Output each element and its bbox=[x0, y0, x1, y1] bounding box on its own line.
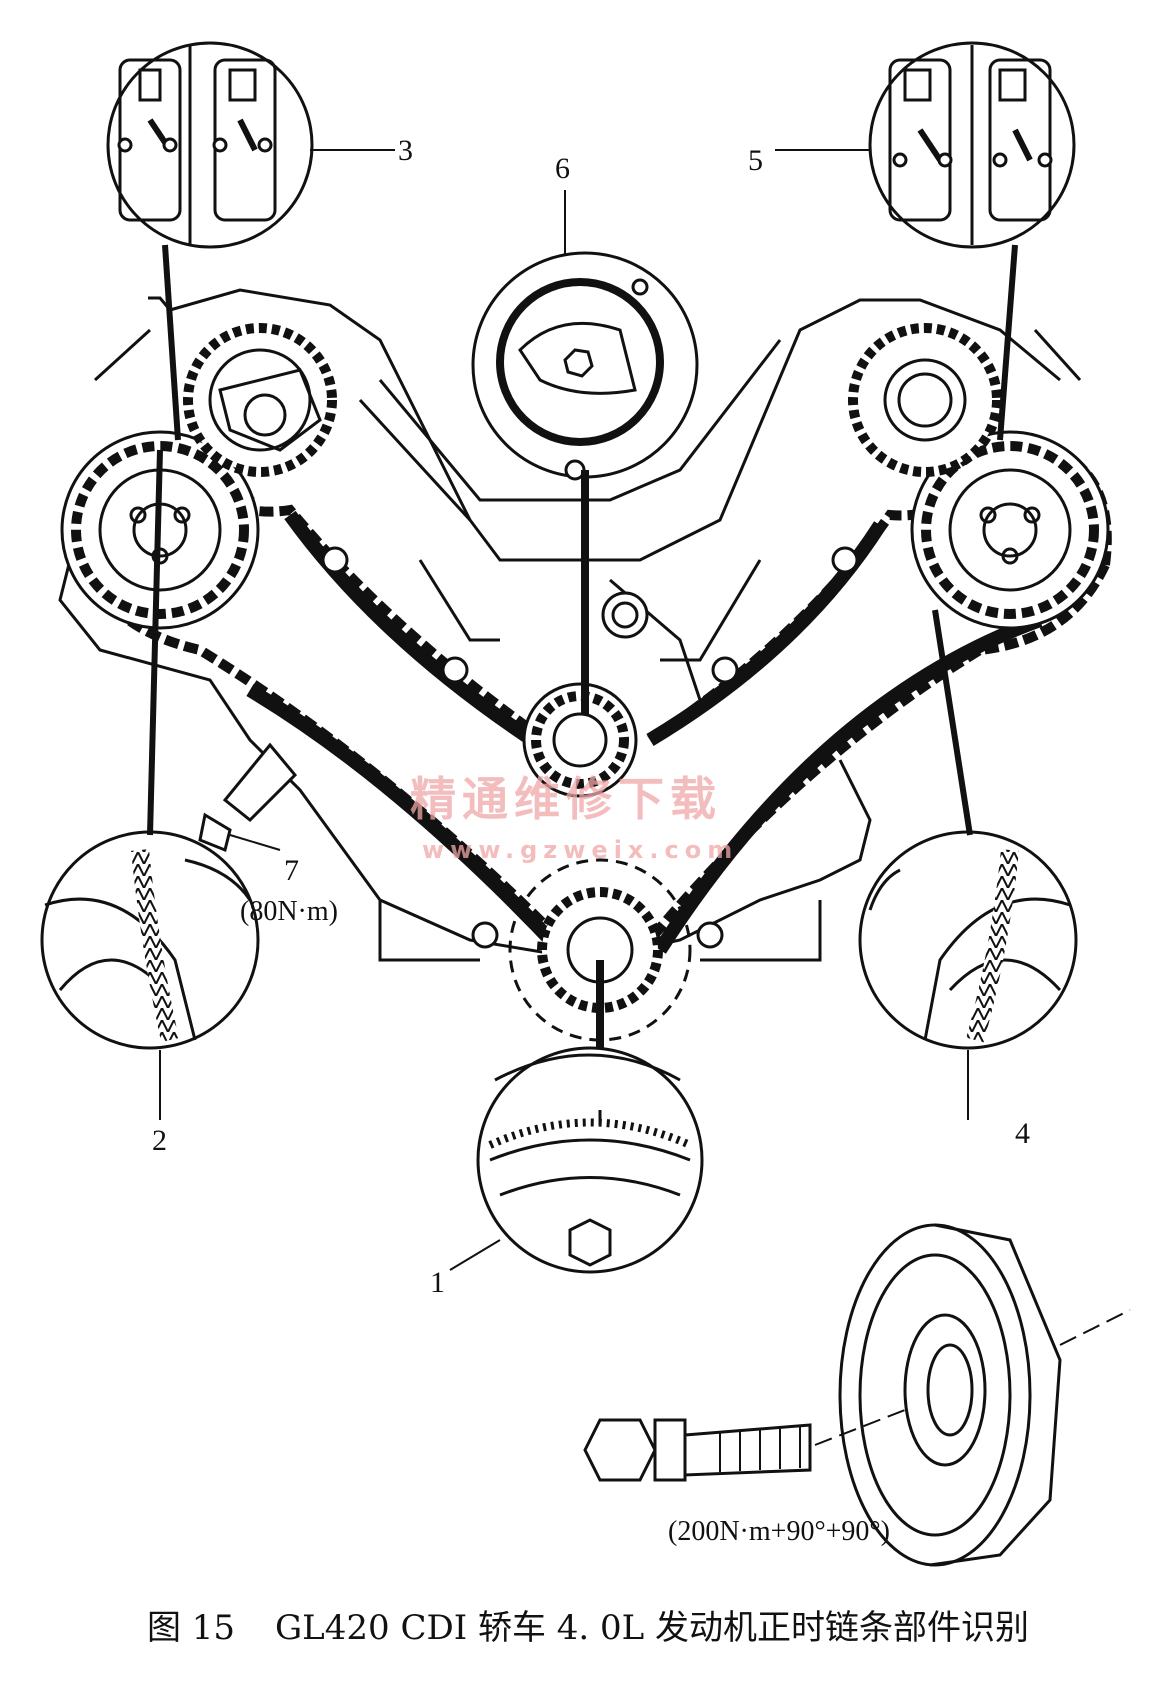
right-camshaft-sprocket bbox=[910, 430, 1110, 630]
crankshaft-sprocket bbox=[508, 858, 692, 1042]
callout-7: 7 bbox=[284, 854, 299, 887]
chain-tensioner bbox=[471, 251, 699, 715]
callout-1: 1 bbox=[430, 1266, 445, 1299]
leader-lines bbox=[162, 149, 1018, 1271]
crank-damper-pulley bbox=[838, 1223, 1131, 1567]
crank-bolt-torque-spec: (200N·m+90°+90°) bbox=[668, 1516, 890, 1547]
callout-5: 5 bbox=[748, 144, 763, 177]
callout-3: 3 bbox=[398, 134, 413, 167]
crank-bolt bbox=[583, 1409, 906, 1482]
inset-5-right-camshafts bbox=[868, 41, 1076, 249]
inset-4-right-marking bbox=[858, 609, 1078, 1120]
left-idler-gear bbox=[183, 323, 337, 477]
callout-4: 4 bbox=[1015, 1117, 1030, 1150]
figure-caption: 图 15 GL420 CDI 轿车 4. 0L 发动机正时链条部件识别 bbox=[0, 1600, 1176, 1649]
inset-3-left-camshafts bbox=[106, 41, 314, 249]
inset-2-left-marking bbox=[40, 449, 260, 1120]
right-idler-gear bbox=[848, 323, 1002, 477]
figure-title: GL420 CDI 轿车 4. 0L 发动机正时链条部件识别 bbox=[275, 1608, 1030, 1648]
sensor-torque-spec: (80N·m) bbox=[240, 896, 338, 927]
guide-pins bbox=[321, 546, 859, 949]
watermark-text: 精通维修下载 bbox=[410, 772, 722, 826]
watermark-url: www.gzweix.com bbox=[422, 836, 738, 864]
center-sprocket bbox=[522, 682, 638, 798]
callout-2: 2 bbox=[152, 1124, 167, 1157]
callout-6: 6 bbox=[555, 152, 570, 185]
camshaft-sensor bbox=[198, 742, 298, 853]
diagram-canvas: 3 5 6 7 2 4 1 (80N·m) (200N·m+90°+90°) 精… bbox=[40, 41, 1131, 1567]
figure-number: 图 15 bbox=[146, 1608, 236, 1648]
inset-1-crank-mark bbox=[476, 960, 704, 1274]
